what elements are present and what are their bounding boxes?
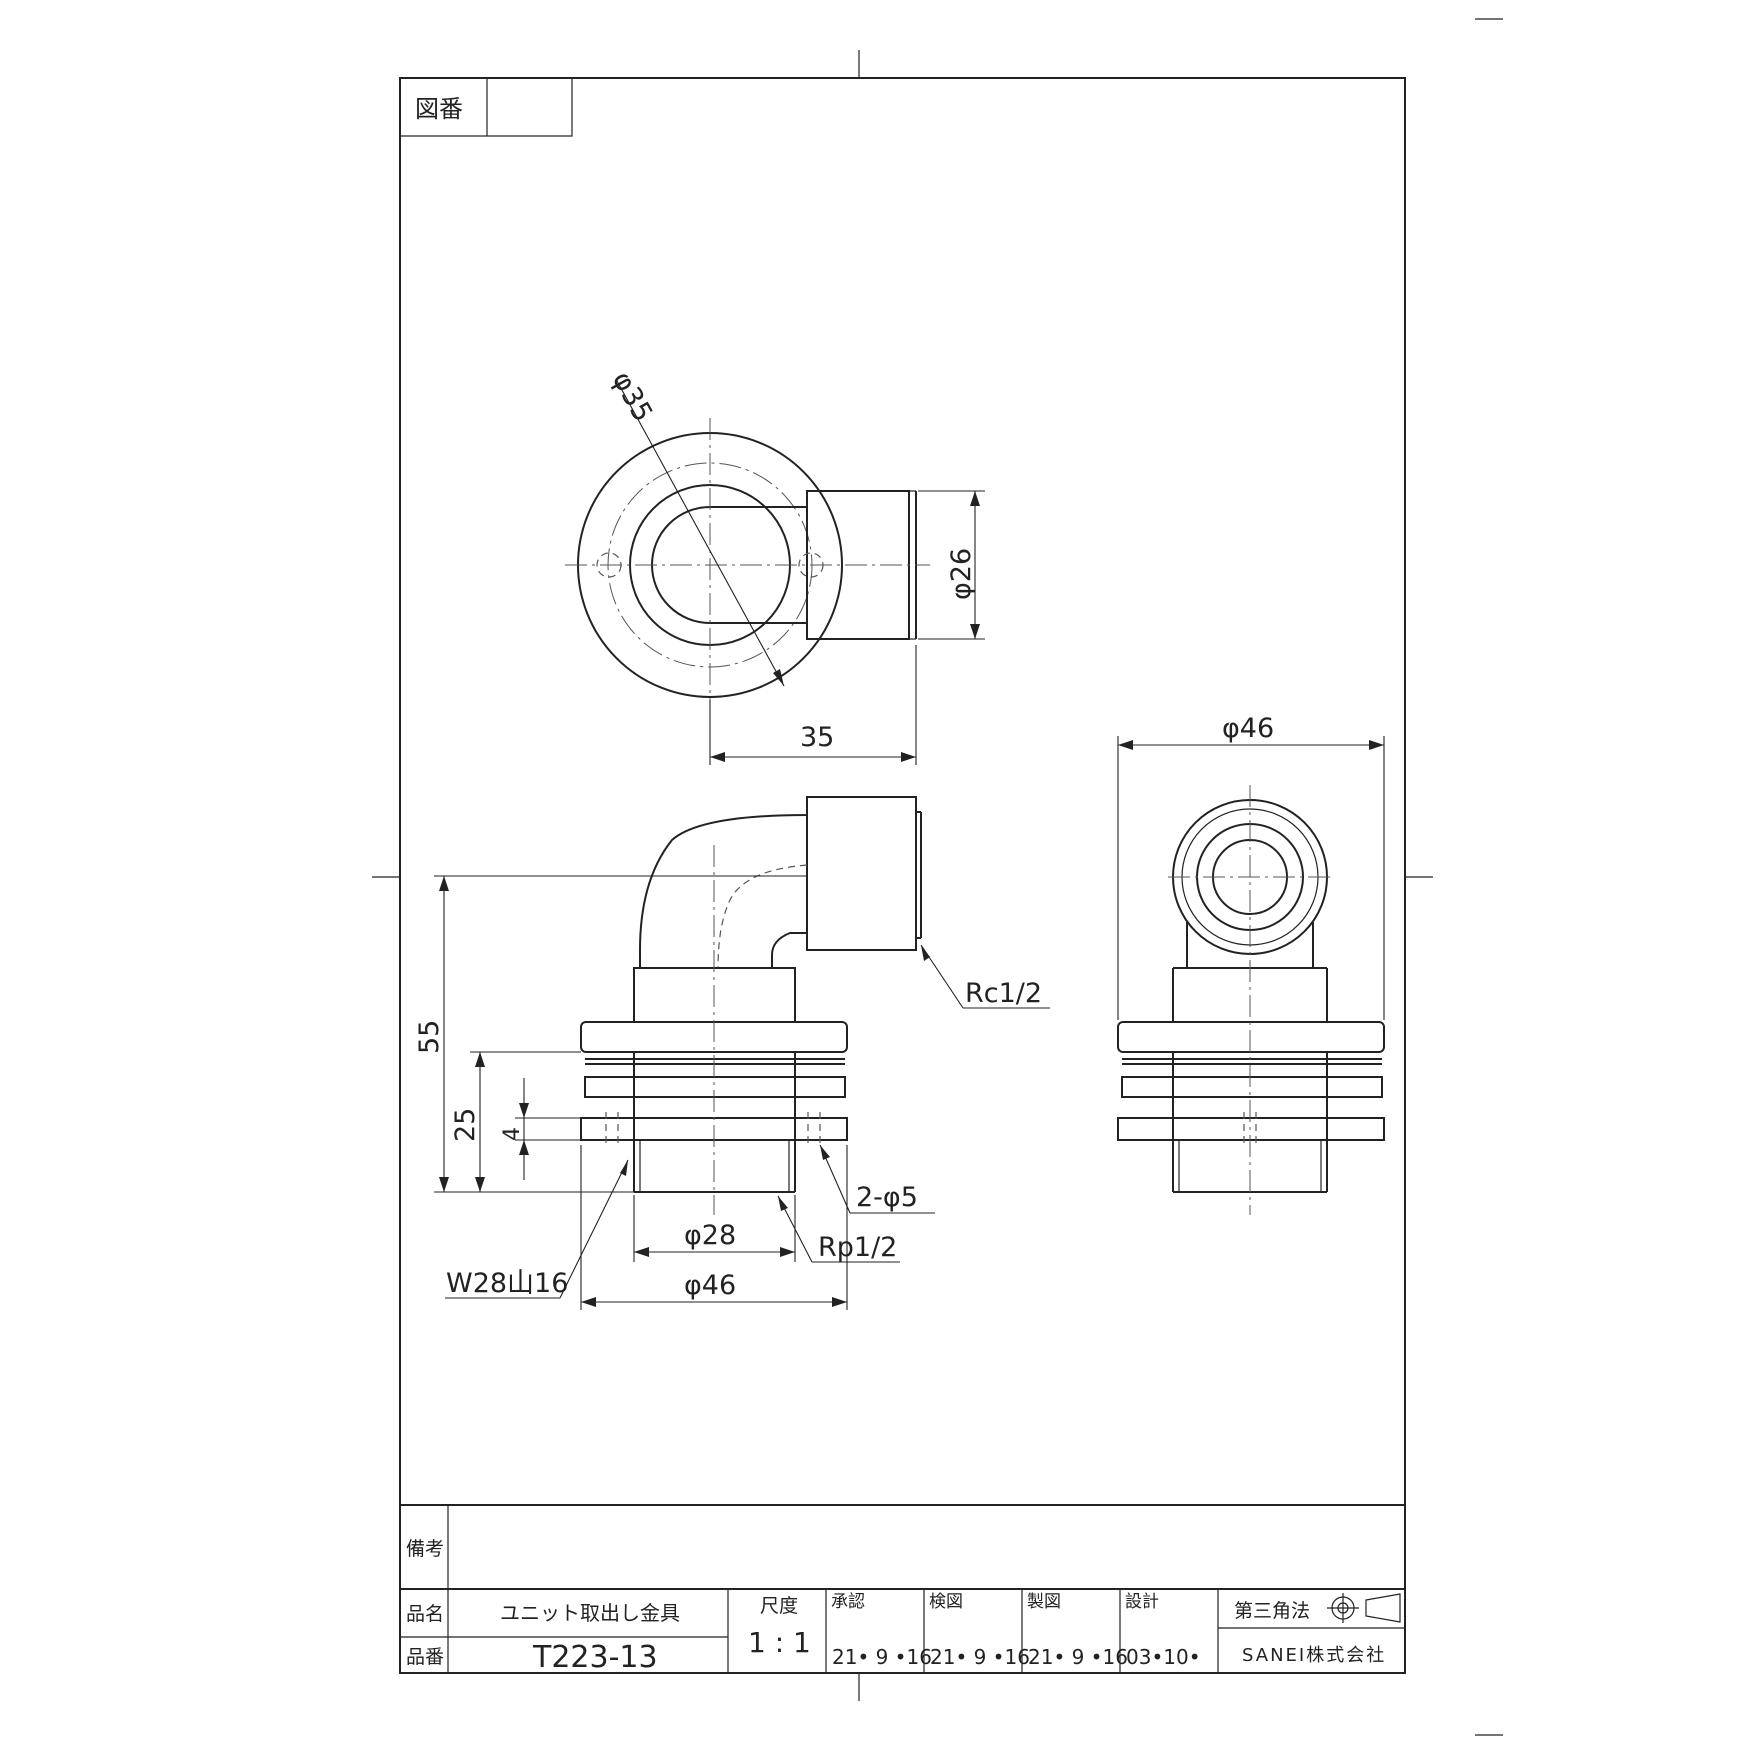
scale-value: 1 : 1 xyxy=(748,1626,811,1659)
scale-label: 尺度 xyxy=(760,1595,798,1617)
checked-date: 21• 9 •16 xyxy=(930,1645,1030,1669)
projection-label: 第三角法 xyxy=(1234,1600,1310,1622)
approved-date: 21• 9 •16 xyxy=(832,1645,932,1669)
dim-top-phi26: φ26 xyxy=(946,548,977,600)
dim-side-4: 4 xyxy=(500,1127,525,1141)
drawing-number-box: 図番 xyxy=(399,77,573,137)
top-view: φ35 φ26 35 xyxy=(565,366,985,765)
drawn-date: 21• 9 •16 xyxy=(1028,1645,1128,1669)
part-name-label: 品名 xyxy=(406,1603,444,1625)
dim-side-55: 55 xyxy=(414,1020,445,1054)
dim-holes: 2-φ5 xyxy=(856,1182,918,1213)
approved-label: 承認 xyxy=(831,1592,865,1612)
dim-rp: Rp1/2 xyxy=(818,1232,897,1263)
dim-phi46-bottom: φ46 xyxy=(684,1270,736,1301)
dim-w28: W28山16 xyxy=(446,1268,568,1299)
dim-top-phi35: φ35 xyxy=(606,366,658,427)
company-name: SANEI株式会社 xyxy=(1242,1645,1386,1666)
drawing-number-label: 図番 xyxy=(415,95,463,123)
drawn-label: 製図 xyxy=(1027,1592,1061,1612)
design-date: 03•10• xyxy=(1126,1645,1201,1669)
dim-top-35: 35 xyxy=(800,722,834,753)
dim-right-phi46: φ46 xyxy=(1222,713,1274,744)
side-view: φ46 xyxy=(1117,713,1385,1215)
part-name: ユニット取出し金具 xyxy=(500,1601,680,1625)
part-number: T223-13 xyxy=(532,1640,658,1675)
part-number-label: 品番 xyxy=(406,1646,444,1668)
checked-label: 検図 xyxy=(929,1592,963,1612)
title-block: 備考 品名 ユニット取出し金具 品番 T223-13 尺度 1 : 1 承認 2… xyxy=(400,1504,1405,1675)
third-angle-projection-icon xyxy=(1327,1593,1401,1623)
dim-rc: Rc1/2 xyxy=(965,978,1042,1009)
front-view: 55 25 4 Rc1/2 2-φ5 φ28 Rp1/2 xyxy=(414,796,1050,1310)
drawing-border xyxy=(399,77,1406,1674)
remarks-label: 備考 xyxy=(406,1538,444,1560)
dim-side-25: 25 xyxy=(450,1108,481,1142)
sheet-centering-marks xyxy=(372,18,1503,1736)
dim-phi28: φ28 xyxy=(684,1220,736,1251)
design-label: 設計 xyxy=(1125,1592,1159,1612)
